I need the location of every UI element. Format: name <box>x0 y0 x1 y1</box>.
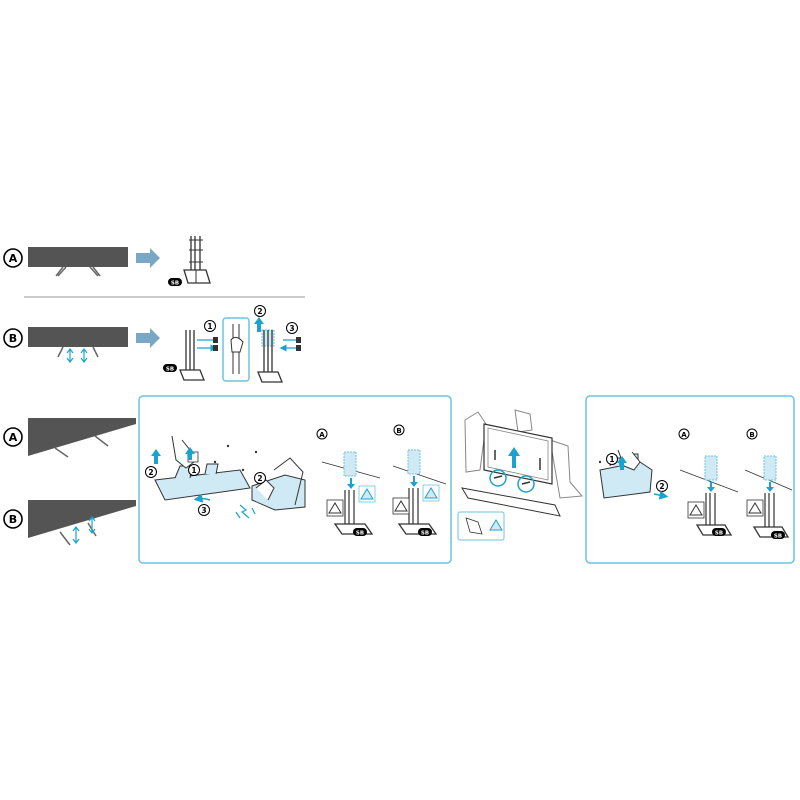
step-1-badge: 1 <box>606 453 618 465</box>
svg-text:SB: SB <box>356 531 364 537</box>
svg-text:2: 2 <box>257 307 262 316</box>
svg-text:B: B <box>749 431 754 439</box>
instruction-panel-1: 1 2 2 3 A SB <box>138 395 452 564</box>
svg-text:1: 1 <box>609 455 614 464</box>
step-3-badge: 3 <box>286 322 298 334</box>
step-1-badge: 1 <box>188 464 200 476</box>
tv-feet <box>54 435 109 458</box>
height-adjust-icon <box>66 348 74 363</box>
svg-text:SB: SB <box>421 531 429 537</box>
note-triangle-icon <box>392 497 410 515</box>
badge-b-top: B <box>3 328 23 348</box>
step-2-badge: 2 <box>254 305 266 317</box>
svg-text:2: 2 <box>659 482 664 491</box>
arrow-right-icon <box>136 248 160 268</box>
svg-text:3: 3 <box>201 506 206 515</box>
stand-leg-highlight <box>407 449 421 475</box>
stand-leg-a <box>183 236 211 284</box>
svg-text:SB: SB <box>715 531 723 537</box>
svg-text:B: B <box>9 332 17 345</box>
arrow-right-icon <box>653 490 669 500</box>
arrow-up-icon <box>254 317 264 332</box>
caution-box <box>457 511 505 541</box>
stand-leg-highlight <box>704 455 718 481</box>
part-code-badge: SB <box>163 364 177 373</box>
zoom-circle <box>489 469 507 487</box>
svg-text:2: 2 <box>148 468 153 477</box>
step-3-badge: 3 <box>198 504 210 516</box>
svg-text:SB: SB <box>171 281 179 287</box>
svg-text:A: A <box>9 252 18 265</box>
detail-callout <box>222 317 250 382</box>
foam-mat <box>461 487 561 517</box>
arrow-up-icon <box>185 447 195 460</box>
section-b-top: B SB 1 <box>3 305 301 383</box>
warning-triangle-icon <box>358 485 376 503</box>
svg-text:B: B <box>396 427 401 435</box>
svg-text:A: A <box>681 431 687 439</box>
svg-text:SB: SB <box>166 367 174 373</box>
arrow-up-icon <box>151 449 161 464</box>
stand-leg-b-raised <box>257 329 283 383</box>
height-adjust-icon <box>72 526 80 544</box>
hand-icon <box>255 479 275 501</box>
svg-text:1: 1 <box>191 466 196 475</box>
tv-with-feet-b <box>28 327 128 363</box>
svg-text:1: 1 <box>207 322 212 331</box>
step-2-badge: 2 <box>254 472 266 484</box>
arrow-left-icon <box>193 493 211 503</box>
step-2-badge: 2 <box>656 480 668 492</box>
section-b-lower: B <box>3 500 136 546</box>
note-triangle-icon <box>746 499 764 517</box>
panel2-option-a: A SB <box>678 428 739 537</box>
part-code-badge: SB <box>168 278 182 287</box>
stand-leg-highlight <box>763 455 777 481</box>
person-right <box>549 439 584 499</box>
svg-text:SB: SB <box>774 534 782 540</box>
badge-b-lower: B <box>3 509 23 529</box>
panel1-option-b: B SB <box>392 424 447 537</box>
note-triangle-icon <box>326 499 344 517</box>
tv-perspective-b <box>28 500 136 538</box>
svg-text:3: 3 <box>289 324 294 333</box>
svg-text:A: A <box>319 431 325 439</box>
screw-icon <box>283 337 301 351</box>
svg-text:A: A <box>9 431 18 444</box>
svg-text:2: 2 <box>257 474 262 483</box>
arrow-right-icon <box>136 328 160 348</box>
stand-leg-b <box>179 330 205 381</box>
tv-panel-outline <box>273 457 304 506</box>
lift-tv-scene <box>457 409 584 541</box>
note-triangle-icon <box>687 501 705 519</box>
person-back <box>514 409 533 433</box>
badge-a-lower: A <box>3 427 23 447</box>
instruction-panel-2: 1 2 A SB B <box>585 395 795 564</box>
arrow-up-icon <box>617 456 627 470</box>
tv-perspective-a <box>28 418 136 456</box>
zoom-circle <box>517 475 535 493</box>
badge-a-top: A <box>3 248 23 268</box>
svg-text:B: B <box>9 513 17 526</box>
stand-leg-highlight <box>343 451 357 477</box>
person-left <box>464 411 487 473</box>
screw-icon <box>197 337 218 351</box>
section-a-top: A SB <box>3 236 211 287</box>
section-a-lower: A <box>3 418 136 458</box>
panel2-option-b: B SB <box>744 428 793 540</box>
step-2-badge: 2 <box>145 466 157 478</box>
panel1-option-a: A SB <box>316 428 381 537</box>
step-1-badge: 1 <box>204 320 216 332</box>
warning-triangle-icon <box>489 519 503 531</box>
arrow-up-icon <box>508 447 520 468</box>
warning-triangle-icon <box>422 484 440 502</box>
tv-with-feet-a <box>28 247 128 277</box>
snap-icon <box>235 504 256 519</box>
